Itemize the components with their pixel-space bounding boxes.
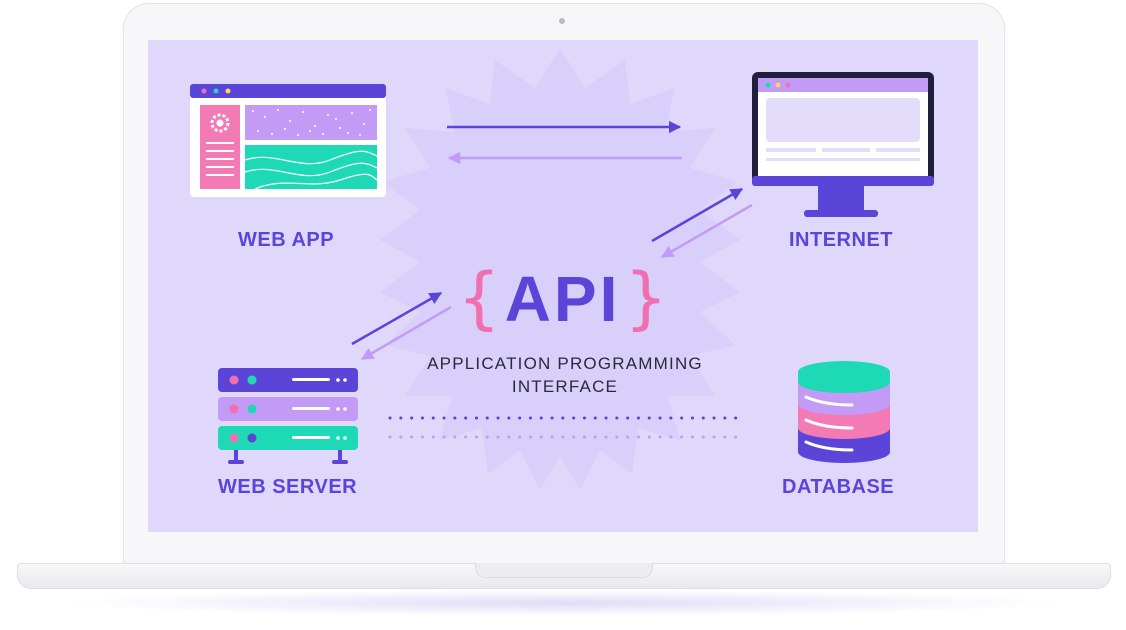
server-rack-icon: [218, 368, 358, 464]
camera-dot: [559, 18, 565, 24]
api-title: { API }: [457, 258, 667, 340]
web-app-window-icon: [190, 84, 386, 197]
internet-label: INTERNET: [789, 229, 893, 251]
open-brace: {: [457, 259, 501, 338]
web-app-label: WEB APP: [238, 229, 335, 251]
arrow-api-to-internet: [651, 187, 744, 243]
close-brace: }: [624, 259, 668, 338]
api-word: API: [504, 263, 621, 335]
monitor-icon: [752, 72, 934, 217]
api-subtitle: APPLICATION PROGRAMMING INTERFACE: [410, 352, 720, 398]
database-label: DATABASE: [782, 476, 895, 498]
web-server-label: WEB SERVER: [218, 476, 358, 498]
arrow-api-to-server: [360, 305, 452, 361]
arrow-internet-to-api: [660, 203, 753, 259]
arrow-server-to-api: [351, 291, 443, 346]
laptop-notch: [475, 563, 653, 578]
laptop-shadow: [60, 590, 1066, 616]
api-subtitle-line2: INTERFACE: [511, 377, 619, 396]
database-icon: [798, 361, 890, 463]
api-subtitle-line1: APPLICATION PROGRAMMING: [427, 354, 703, 373]
